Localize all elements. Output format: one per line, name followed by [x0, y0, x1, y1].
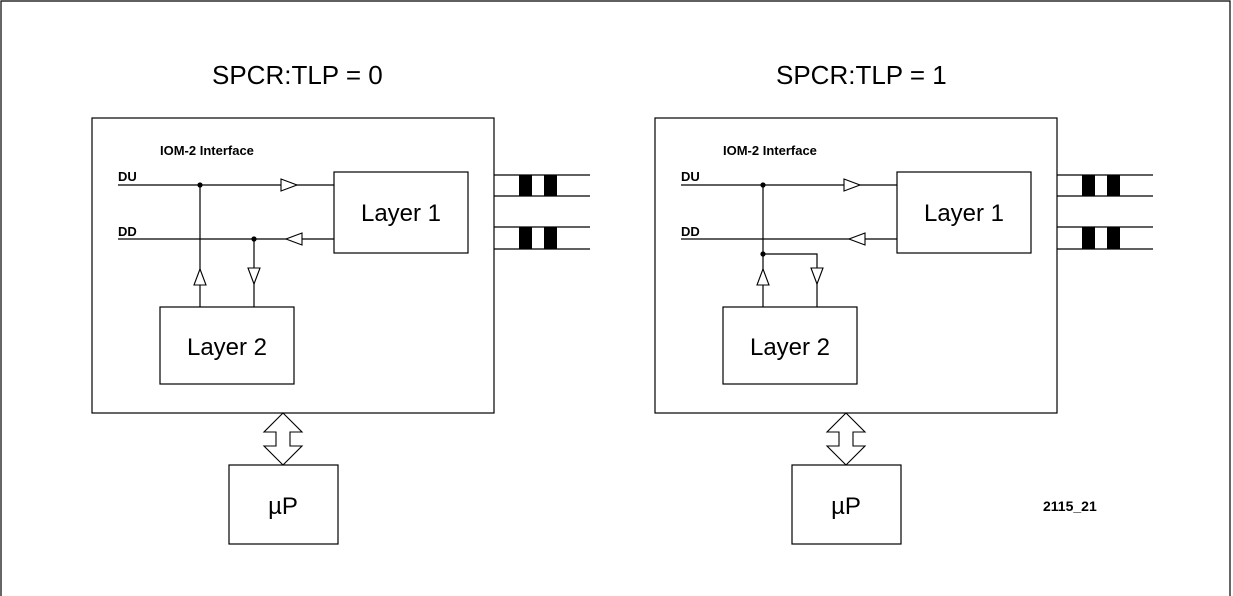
- panel-tlp-0: SPCR:TLP = 0 IOM-2 Interface DU DD Layer…: [91, 60, 590, 545]
- processor-block: [228, 464, 339, 545]
- transformer-bar: [519, 175, 532, 196]
- interface-label: IOM-2 Interface: [160, 143, 254, 158]
- layer1-block: [333, 171, 469, 254]
- transformer-bar: [1082, 227, 1095, 249]
- du-junction-dot: [197, 182, 203, 188]
- up-arrow-icon: [193, 267, 207, 286]
- dd-junction-dot: [251, 236, 257, 242]
- chip-frame: [91, 117, 495, 414]
- loop-back-line: [763, 253, 818, 307]
- processor-block: [791, 464, 902, 545]
- du-arrow-icon: [280, 178, 299, 192]
- processor-label: µP: [268, 493, 298, 520]
- figure-code: 2115_21: [1043, 498, 1097, 514]
- down-arrow-icon: [247, 267, 261, 286]
- signal-du-label: DU: [118, 169, 137, 184]
- transformer-bar: [519, 227, 532, 249]
- transformer-bar: [544, 227, 557, 249]
- panel-title: SPCR:TLP = 0: [212, 60, 383, 90]
- panel-title: SPCR:TLP = 1: [776, 60, 947, 90]
- du-junction-dot: [760, 182, 766, 188]
- signal-dd-label: DD: [681, 224, 700, 239]
- layer1-block: [896, 171, 1032, 254]
- processor-label: µP: [831, 493, 861, 520]
- dd-arrow-icon: [284, 232, 303, 246]
- layer2-block: [722, 306, 858, 385]
- layer2-block: [159, 306, 295, 385]
- down-arrow-icon: [810, 267, 824, 286]
- interface-label: IOM-2 Interface: [723, 143, 817, 158]
- du-arrow-icon: [843, 178, 862, 192]
- layer2-label: Layer 2: [187, 334, 267, 361]
- bus-arrow-icon: [825, 412, 867, 466]
- line-interface: [1057, 174, 1153, 250]
- loop-junction-dot: [760, 251, 766, 257]
- up-arrow-icon: [756, 267, 770, 286]
- signal-dd-label: DD: [118, 224, 137, 239]
- signal-du-label: DU: [681, 169, 700, 184]
- panel-tlp-1: SPCR:TLP = 1 IOM-2 Interface DU DD Layer…: [654, 60, 1153, 545]
- layer1-label: Layer 1: [361, 200, 441, 227]
- transformer-bar: [1082, 175, 1095, 196]
- line-interface: [494, 174, 590, 250]
- bus-arrow-icon: [262, 412, 304, 466]
- transformer-bar: [1107, 227, 1120, 249]
- layer2-label: Layer 2: [750, 334, 830, 361]
- layer1-label: Layer 1: [924, 200, 1004, 227]
- dd-arrow-icon: [847, 232, 866, 246]
- transformer-bar: [544, 175, 557, 196]
- transformer-bar: [1107, 175, 1120, 196]
